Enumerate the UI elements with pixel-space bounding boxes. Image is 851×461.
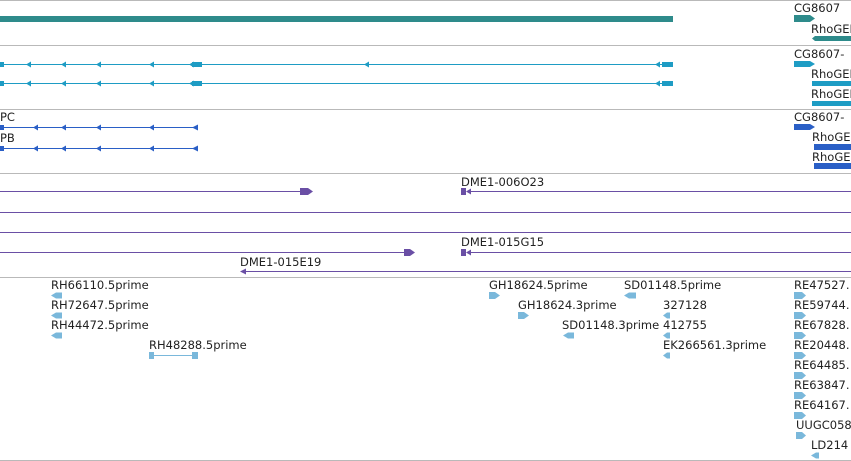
est-label-ld214: LD214 <box>811 438 848 452</box>
est-label-rh72647: RH72647.5prime <box>51 298 149 312</box>
est-label-sd01148-5: SD01148.5prime <box>624 278 721 292</box>
est-label-uugc058: UUGC058 <box>796 418 851 432</box>
est-label-re47527: RE47527. <box>794 278 850 292</box>
est-label-re64485: RE64485. <box>794 358 850 372</box>
clone-label-dme1-006o23: DME1-006O23 <box>461 175 544 189</box>
est-label-re64167: RE64167. <box>794 398 850 412</box>
est-label-sd01148-3: SD01148.3prime <box>562 318 659 332</box>
clone-label-dme1-015e19: DME1-015E19 <box>240 255 321 269</box>
est-label-re20448: RE20448. <box>794 338 850 352</box>
gene-track: CG8607 RhoGEF <box>0 1 851 41</box>
clones-track: DME1-006O23 DME1-015G15 DME1-015E19 <box>0 175 851 275</box>
transcripts-a-track: CG8607- RhoGEF RhoGEF <box>0 47 851 106</box>
est-label-rh44472: RH44472.5prime <box>51 318 149 332</box>
est-label-rh48288: RH48288.5prime <box>149 338 247 352</box>
transcript-b-label-pb: PB <box>0 131 15 145</box>
est-label-gh18624-3: GH18624.3prime <box>518 298 617 312</box>
ests-track: RH66110.5prime RH72647.5prime RH44472.5p… <box>51 278 851 459</box>
est-label-re67828: RE67828. <box>794 318 850 332</box>
transcript-b-label-rhogef-1: RhoGEF <box>812 130 851 144</box>
transcript-b-label-cg8607: CG8607- <box>794 110 844 124</box>
est-label-re59744: RE59744. <box>794 298 850 312</box>
gene-label-cg8607: CG8607 <box>794 1 840 15</box>
gene-label-rhogef: RhoGEF <box>811 22 851 36</box>
est-label-rh66110: RH66110.5prime <box>51 278 149 292</box>
transcript-b-label-pc: PC <box>0 110 15 124</box>
transcript-a-label-rhogef-2: RhoGEF <box>811 87 851 101</box>
gene-feature-cg8607-arrow[interactable] <box>794 15 815 22</box>
transcript-a-label-rhogef-1: RhoGEF <box>811 67 851 81</box>
transcript-a-label-cg8607: CG8607- <box>794 47 844 61</box>
est-label-412755: 412755 <box>663 318 707 332</box>
est-label-327128: 327128 <box>663 298 707 312</box>
est-label-re63847: RE63847. <box>794 378 850 392</box>
clone-label-dme1-015g15: DME1-015G15 <box>461 235 544 249</box>
transcripts-b-track: PC PB CG8607- RhoGEF RhoGEF <box>0 110 851 169</box>
gene-feature-cg8607-body[interactable] <box>0 16 673 22</box>
gene-feature-rhogef-arrow[interactable] <box>812 36 851 41</box>
est-label-ek266561: EK266561.3prime <box>663 338 766 352</box>
transcript-b-label-rhogef-2: RhoGEF <box>812 150 851 164</box>
est-label-gh18624-5: GH18624.5prime <box>489 278 588 292</box>
